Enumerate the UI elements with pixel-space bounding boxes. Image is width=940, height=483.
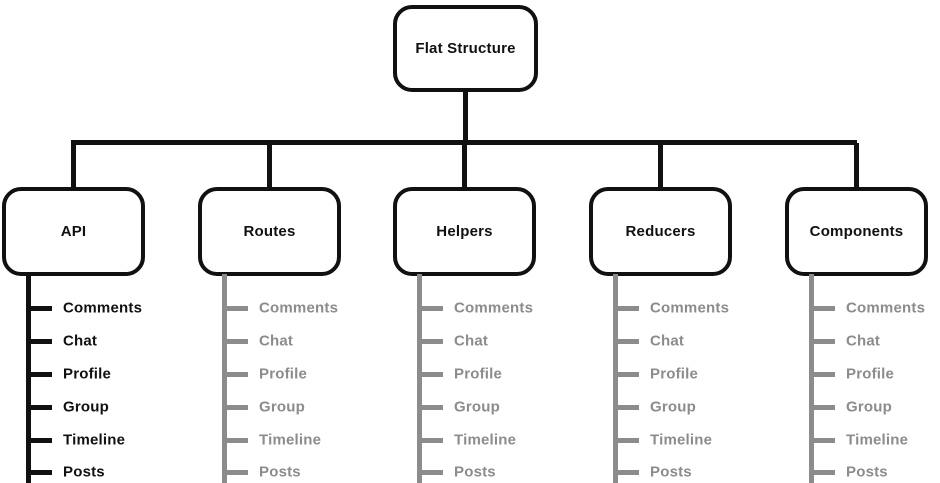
item-tick xyxy=(420,306,443,311)
item-label: Comments xyxy=(846,299,926,317)
item-label: Timeline xyxy=(454,431,517,449)
item-tick xyxy=(616,372,639,377)
item-label: Posts xyxy=(63,463,105,481)
branch-components: Components Comments Chat Profile Group T… xyxy=(785,0,940,483)
item-tick xyxy=(616,306,639,311)
item-tick xyxy=(616,339,639,344)
item-tick xyxy=(225,372,248,377)
item-label: Comments xyxy=(454,299,534,317)
item-label: Chat xyxy=(650,332,685,350)
item-label: Posts xyxy=(650,463,692,481)
item-tick xyxy=(812,306,835,311)
item-tick xyxy=(812,339,835,344)
branch-spine-line xyxy=(809,274,814,483)
item-label: Profile xyxy=(846,365,895,383)
item-label: Profile xyxy=(63,365,112,383)
item-label: Timeline xyxy=(650,431,713,449)
node-helpers: Helpers xyxy=(393,187,536,276)
item-tick xyxy=(225,306,248,311)
item-label: Chat xyxy=(63,332,98,350)
drop-line-reducers xyxy=(658,143,663,189)
item-label: Comments xyxy=(650,299,730,317)
item-label: Comments xyxy=(259,299,339,317)
item-label: Chat xyxy=(454,332,489,350)
item-tick xyxy=(420,438,443,443)
item-label: Comments xyxy=(63,299,143,317)
item-tick xyxy=(812,438,835,443)
item-label: Posts xyxy=(454,463,496,481)
item-label: Group xyxy=(454,398,500,416)
item-tick xyxy=(616,405,639,410)
drop-line-components xyxy=(854,143,859,189)
node-api: API xyxy=(2,187,145,276)
branch-spine-line xyxy=(26,274,31,483)
item-tick xyxy=(29,438,52,443)
branch-reducers: Reducers Comments Chat Profile Group Tim… xyxy=(589,0,749,483)
item-label: Profile xyxy=(259,365,308,383)
item-tick xyxy=(616,470,639,475)
item-tick xyxy=(616,438,639,443)
node-components: Components xyxy=(785,187,928,276)
item-label: Posts xyxy=(846,463,888,481)
item-tick xyxy=(420,372,443,377)
item-label: Group xyxy=(846,398,892,416)
item-tick xyxy=(29,306,52,311)
item-label: Group xyxy=(259,398,305,416)
item-tick xyxy=(420,405,443,410)
branch-routes: Routes Comments Chat Profile Group Timel… xyxy=(198,0,358,483)
item-label: Timeline xyxy=(63,431,126,449)
item-tick xyxy=(812,405,835,410)
item-label: Chat xyxy=(259,332,294,350)
item-label: Posts xyxy=(259,463,301,481)
item-tick xyxy=(29,372,52,377)
item-tick xyxy=(225,405,248,410)
item-label: Profile xyxy=(650,365,699,383)
branch-spine-line xyxy=(613,274,618,483)
trunk-connector-line xyxy=(71,140,857,145)
drop-line-routes xyxy=(267,143,272,189)
item-label: Group xyxy=(650,398,696,416)
drop-line-helpers xyxy=(462,143,467,189)
branch-api: API Comments Chat Profile Group Timeline… xyxy=(2,0,162,483)
item-tick xyxy=(225,438,248,443)
node-flat-structure: Flat Structure xyxy=(393,5,538,92)
branch-spine-line xyxy=(222,274,227,483)
item-label: Chat xyxy=(846,332,881,350)
root-connector-line xyxy=(463,90,468,142)
item-tick xyxy=(29,470,52,475)
item-tick xyxy=(420,339,443,344)
item-tick xyxy=(225,339,248,344)
item-tick xyxy=(420,470,443,475)
item-tick xyxy=(812,470,835,475)
item-label: Group xyxy=(63,398,109,416)
node-reducers: Reducers xyxy=(589,187,732,276)
item-tick xyxy=(29,405,52,410)
item-label: Timeline xyxy=(259,431,322,449)
node-routes: Routes xyxy=(198,187,341,276)
item-label: Profile xyxy=(454,365,503,383)
item-label: Timeline xyxy=(846,431,909,449)
item-tick xyxy=(29,339,52,344)
branch-helpers: Helpers Comments Chat Profile Group Time… xyxy=(393,0,553,483)
item-tick xyxy=(812,372,835,377)
item-tick xyxy=(225,470,248,475)
branch-spine-line xyxy=(417,274,422,483)
drop-line-api xyxy=(71,143,76,189)
